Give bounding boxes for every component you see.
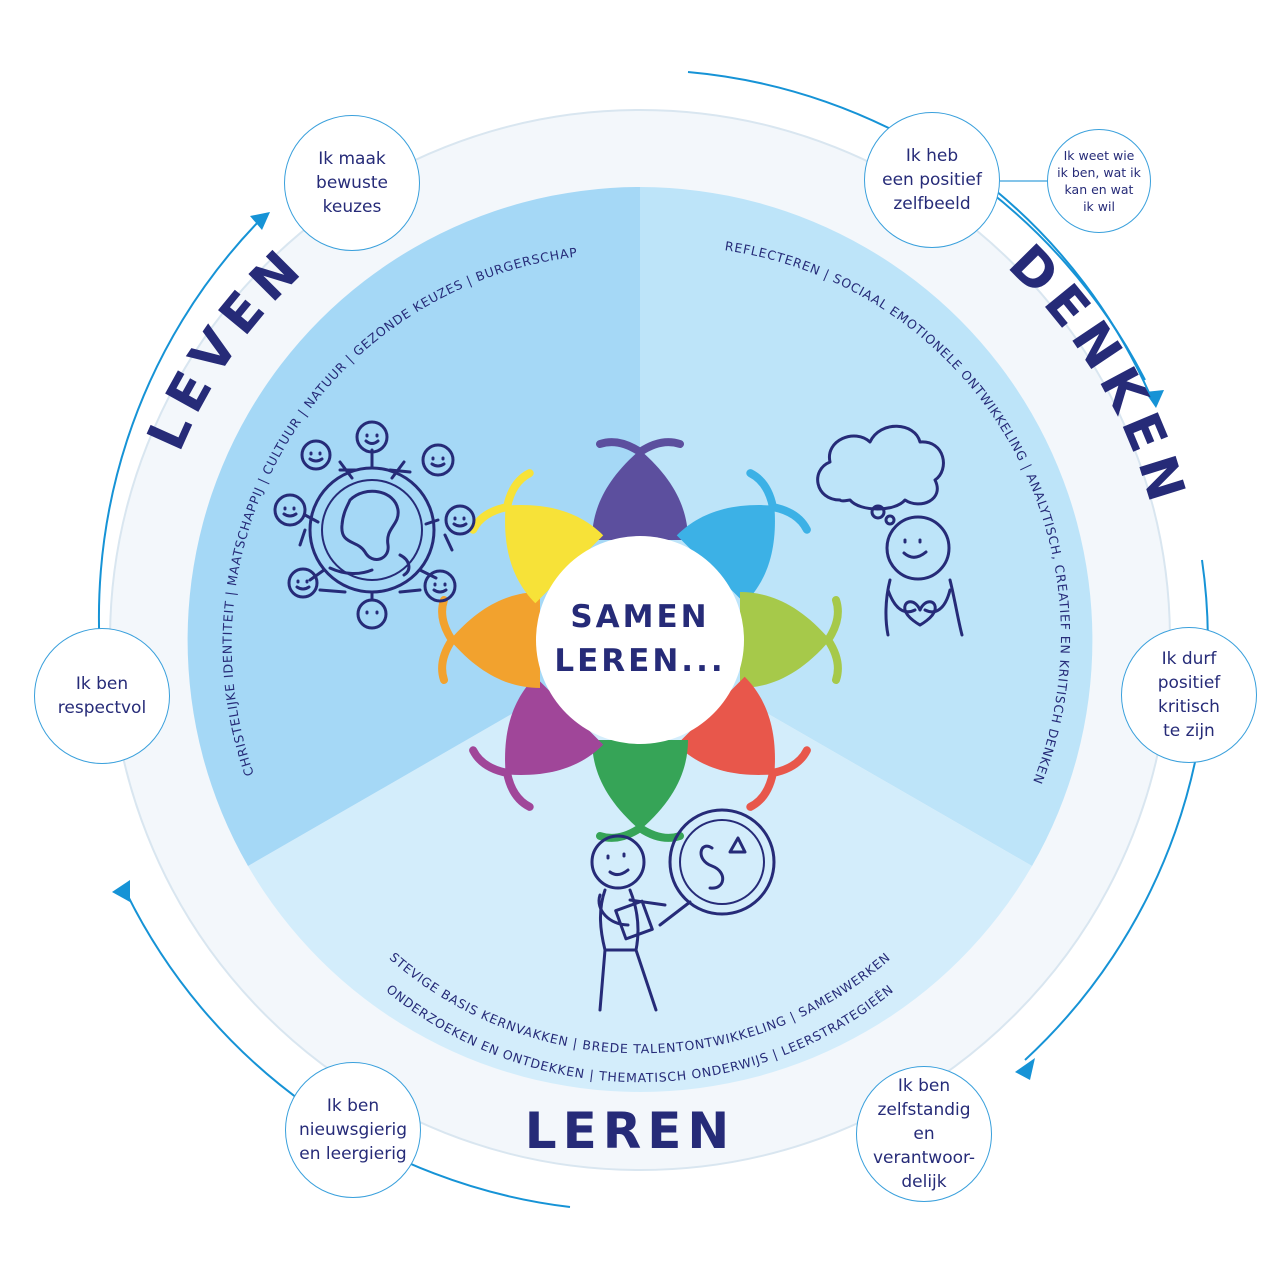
petal bbox=[469, 469, 604, 604]
petal-body bbox=[676, 676, 775, 775]
cycle-arrowheads bbox=[112, 212, 1164, 1080]
bubble-positief-zelfbeeld-text: Ik heb een positief zelfbeeld bbox=[882, 146, 982, 214]
bubble-bewuste-keuzes-text: Ik maak bewuste keuzes bbox=[316, 149, 388, 217]
petal-body bbox=[592, 450, 688, 540]
bubble-zelfstandig: Ik ben zelfstandig en verantwoor- delijk bbox=[856, 1066, 992, 1202]
petal-tail bbox=[469, 746, 534, 811]
petal-tail bbox=[438, 596, 456, 684]
bubble-nieuwsgierig: Ik ben nieuwsgierig en leergierig bbox=[285, 1062, 421, 1198]
bubble-nieuwsgierig-text: Ik ben nieuwsgierig en leergierig bbox=[299, 1096, 407, 1164]
center-disc bbox=[536, 536, 744, 744]
petal bbox=[740, 592, 842, 688]
petal bbox=[592, 438, 688, 540]
petal bbox=[469, 676, 604, 811]
bubble-positief-kritisch: Ik durf positief kritisch te zijn bbox=[1121, 627, 1257, 763]
petal-body bbox=[505, 676, 604, 775]
center-title: SAMEN LEREN... bbox=[554, 599, 726, 679]
petal-tail bbox=[746, 746, 811, 811]
arrowhead-icon bbox=[250, 212, 270, 230]
sector-leren bbox=[248, 640, 1032, 1092]
petal bbox=[676, 676, 811, 811]
bubble-bewuste-keuzes: Ik maak bewuste keuzes bbox=[284, 115, 420, 251]
petal-tail bbox=[469, 469, 534, 534]
petal-body bbox=[505, 505, 604, 604]
thought-cloud-person-icon bbox=[816, 424, 964, 637]
magnifier-person-icon bbox=[590, 808, 776, 1012]
petal bbox=[676, 469, 811, 604]
petal-body bbox=[592, 740, 688, 830]
arrowhead-icon bbox=[1145, 390, 1164, 408]
bubble-respectvol: Ik ben respectvol bbox=[34, 628, 170, 764]
bubble-zelfstandig-text: Ik ben zelfstandig en verantwoor- delijk bbox=[872, 1076, 976, 1192]
petal-tail bbox=[824, 596, 842, 684]
arrowhead-icon bbox=[112, 880, 130, 902]
bubble-positief-zelfbeeld: Ik heb een positief zelfbeeld bbox=[864, 112, 1000, 248]
sector-label-leren: LEREN bbox=[525, 1102, 736, 1160]
arrowhead-icon bbox=[1015, 1058, 1035, 1080]
bubble-weet-wie-ik-ben: Ik weet wie ik ben, wat ik kan en wat ik… bbox=[1047, 129, 1151, 233]
petal-body bbox=[676, 505, 775, 604]
petal-body bbox=[740, 592, 830, 688]
bubble-weet-wie-ik-ben-text: Ik weet wie ik ben, wat ik kan en wat ik… bbox=[1057, 148, 1141, 214]
globe-children-icon bbox=[273, 420, 476, 630]
bubble-positief-kritisch-text: Ik durf positief kritisch te zijn bbox=[1157, 649, 1221, 741]
petal-body bbox=[450, 592, 540, 688]
petal-tail bbox=[596, 438, 684, 456]
petal bbox=[438, 592, 540, 688]
bubble-respectvol-text: Ik ben respectvol bbox=[57, 674, 147, 718]
petal-tail bbox=[746, 469, 811, 534]
flower-petals-icon bbox=[438, 438, 842, 842]
